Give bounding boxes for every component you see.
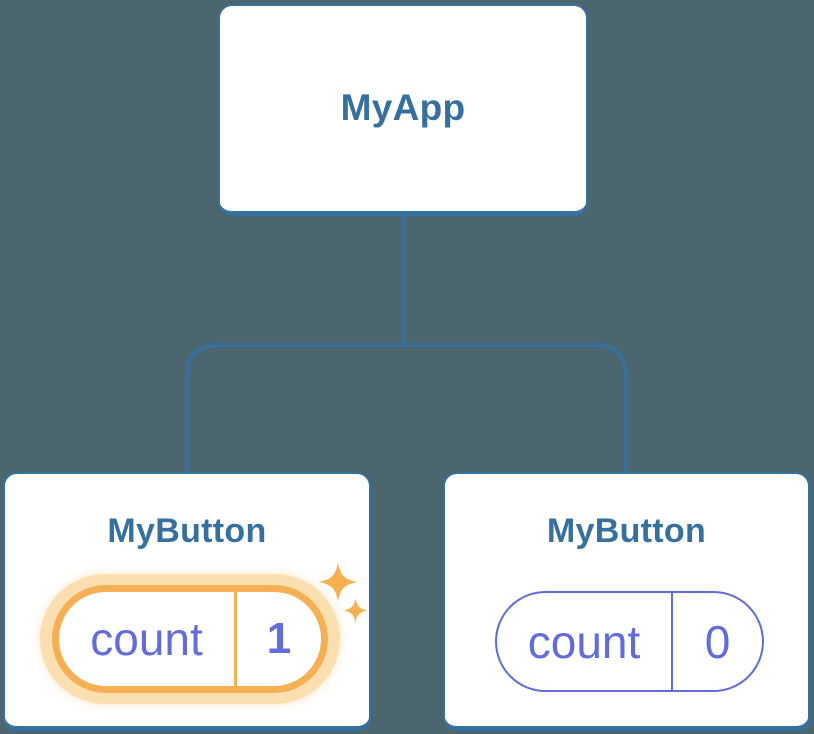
sparkle-icon xyxy=(343,598,368,623)
state-value: 0 xyxy=(704,615,731,668)
node-myapp: MyApp xyxy=(218,4,588,216)
sparkle-icon xyxy=(318,562,358,602)
state-pill: count 0 xyxy=(495,591,764,692)
node-label: MyButton xyxy=(546,512,707,550)
connector-branch-bracket xyxy=(185,343,628,474)
state-value: 1 xyxy=(266,614,292,663)
pill-divider xyxy=(671,593,673,690)
node-label: MyButton xyxy=(107,512,267,550)
state-highlight-glow: count 1 xyxy=(40,574,340,704)
node-mybutton-updated: MyButton count 1 xyxy=(3,472,371,731)
pill-divider xyxy=(234,592,237,686)
state-pill: count 1 xyxy=(52,585,328,693)
node-label: MyApp xyxy=(340,86,466,128)
state-name-label: count xyxy=(90,613,203,665)
node-mybutton-initial: MyButton count 0 xyxy=(443,472,810,731)
state-name-label: count xyxy=(527,615,641,668)
